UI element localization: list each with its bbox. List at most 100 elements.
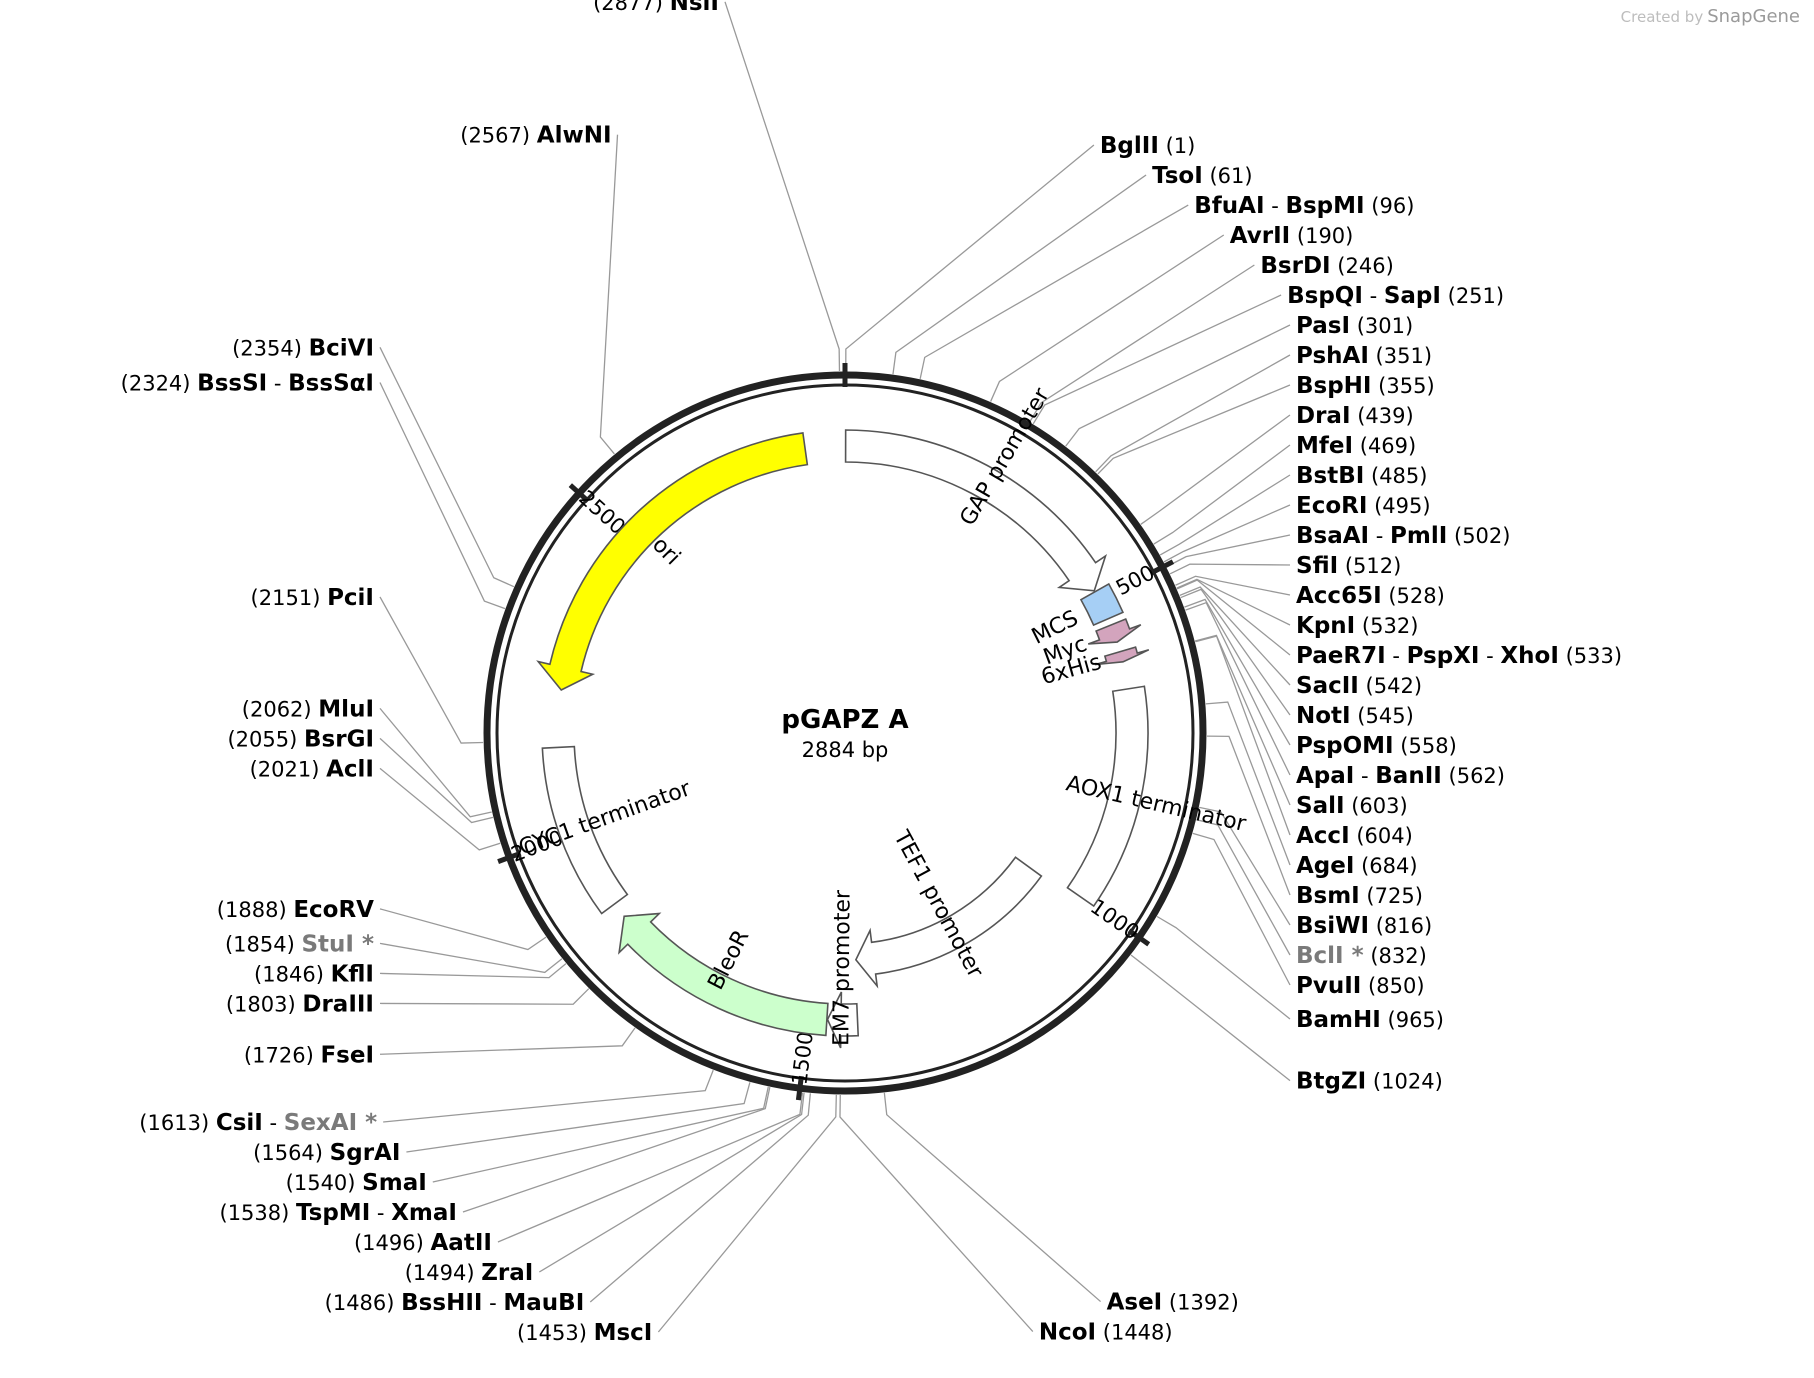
site-asei: AseI (1392) bbox=[1107, 1290, 1239, 1316]
site-position-close: ) bbox=[1405, 314, 1413, 338]
site-position-close: ) bbox=[1496, 284, 1504, 308]
site-separator: - bbox=[1369, 524, 1390, 548]
site-label: AvrII (190) bbox=[1230, 223, 1354, 249]
site-leader-line bbox=[379, 963, 567, 979]
site-position-close: ) bbox=[522, 124, 537, 148]
site-position-close: ) bbox=[1502, 524, 1510, 548]
site-leader-line bbox=[724, 1, 841, 372]
site-aatii: (1496) AatII bbox=[354, 1230, 492, 1256]
site-position: 1453 bbox=[525, 1321, 578, 1345]
site-leader-line bbox=[1192, 832, 1291, 986]
site-position-open: ( bbox=[1447, 524, 1462, 548]
site-position-close: ) bbox=[1449, 734, 1457, 758]
site-label: (1613) CsiI - SexAI * bbox=[139, 1110, 377, 1136]
site-position-open: ( bbox=[1381, 1008, 1396, 1032]
site-leader-line bbox=[845, 144, 1095, 372]
site-position: 558 bbox=[1408, 734, 1448, 758]
site-position-open: ( bbox=[593, 0, 601, 15]
site-position-open: ( bbox=[1355, 614, 1370, 638]
site-position-open: ( bbox=[1354, 854, 1369, 878]
site-enzyme-name: BsaAI bbox=[1296, 523, 1369, 549]
site-label: (2354) BciVI bbox=[232, 335, 374, 361]
site-enzyme-name: PaeR7I bbox=[1296, 643, 1386, 669]
site-label: BspHI (355) bbox=[1296, 373, 1435, 399]
site-position-open: ( bbox=[251, 586, 259, 610]
site-btgzi: BtgZI (1024) bbox=[1296, 1069, 1443, 1095]
site-leader-line bbox=[1097, 384, 1291, 475]
site-label: BamHI (965) bbox=[1296, 1007, 1444, 1033]
site-enzyme-name: BciVI bbox=[309, 335, 374, 361]
site-position-close: ) bbox=[1386, 254, 1394, 278]
site-position-open: ( bbox=[1364, 464, 1379, 488]
site-position: 603 bbox=[1359, 794, 1399, 818]
site-zrai: (1494) ZraI bbox=[405, 1260, 534, 1286]
site-ncoi: NcoI (1448) bbox=[1039, 1320, 1173, 1346]
site-mlui: (2062) MluI bbox=[242, 696, 374, 722]
feature-ori bbox=[536, 432, 809, 692]
site-label: TsoI (61) bbox=[1152, 163, 1253, 189]
site-enzyme-name: Acc65I bbox=[1296, 583, 1382, 609]
site-label: DraI (439) bbox=[1296, 403, 1414, 429]
site-enzyme-name: TsoI bbox=[1152, 163, 1203, 189]
site-position-close: ) bbox=[1497, 764, 1505, 788]
feature-mcs bbox=[1079, 582, 1124, 627]
site-position: 96 bbox=[1379, 194, 1406, 218]
site-label: (1846) KflI bbox=[254, 961, 374, 987]
site-bsiwi: BsiWI (816) bbox=[1296, 913, 1432, 939]
site-position-close: ) bbox=[201, 1111, 216, 1135]
site-position-close: ) bbox=[278, 898, 293, 922]
site-bsrdi: BsrDI (246) bbox=[1260, 253, 1393, 279]
site-position-close: ) bbox=[1424, 914, 1432, 938]
site-label: SacII (542) bbox=[1296, 673, 1422, 699]
site-enzyme-name: KpnI bbox=[1296, 613, 1355, 639]
site-position: 1726 bbox=[252, 1043, 305, 1067]
site-alwni: (2567) AlwNI bbox=[460, 123, 611, 149]
site-label: AccI (604) bbox=[1296, 823, 1413, 849]
site-separator: - bbox=[267, 371, 288, 395]
site-position-open: ( bbox=[1365, 194, 1380, 218]
site-position-close: ) bbox=[1415, 884, 1423, 908]
site-enzyme-name: PshAI bbox=[1296, 343, 1369, 369]
site-label: (1726) FseI bbox=[244, 1042, 374, 1068]
site-position-close: ) bbox=[579, 1321, 594, 1345]
site-position-open: ( bbox=[1351, 404, 1366, 428]
site-position: 495 bbox=[1382, 494, 1422, 518]
site-position-close: ) bbox=[1424, 344, 1432, 368]
site-label: (2151) PciI bbox=[251, 585, 374, 611]
site-leader-line bbox=[839, 1094, 1034, 1332]
site-label: BclI * (832) bbox=[1296, 943, 1427, 969]
site-leader-line bbox=[1032, 294, 1282, 425]
site-label: SfiI (512) bbox=[1296, 553, 1401, 579]
site-leader-line bbox=[1175, 575, 1291, 596]
site-position-open: ( bbox=[139, 1111, 147, 1135]
site-enzyme-name: AclI bbox=[326, 756, 374, 782]
site-enzyme-name: BspHI bbox=[1296, 373, 1372, 399]
site-leader-line bbox=[1156, 915, 1291, 1020]
tick-mark bbox=[568, 483, 590, 504]
site-pvuii: PvuII (850) bbox=[1296, 973, 1425, 999]
site-csii-sexai: (1613) CsiI - SexAI * bbox=[139, 1110, 377, 1136]
site-bsmi: BsmI (725) bbox=[1296, 883, 1423, 909]
site-label: AseI (1392) bbox=[1107, 1290, 1239, 1316]
feature-bleor bbox=[618, 912, 829, 1037]
site-bglii: BglII (1) bbox=[1100, 133, 1195, 159]
site-position: 532 bbox=[1370, 614, 1410, 638]
site-position-close: ) bbox=[416, 1231, 431, 1255]
site-avrii: AvrII (190) bbox=[1230, 223, 1354, 249]
site-label: (2055) BsrGI bbox=[227, 726, 374, 752]
site-leader-line bbox=[589, 1093, 811, 1303]
site-position-close: ) bbox=[1436, 1008, 1444, 1032]
site-position-close: ) bbox=[1426, 374, 1434, 398]
site-label: BglII (1) bbox=[1100, 133, 1195, 159]
site-enzyme-name: CsiI bbox=[216, 1110, 263, 1136]
site-ecori: EcoRI (495) bbox=[1296, 493, 1431, 519]
site-label: BsmI (725) bbox=[1296, 883, 1423, 909]
site-leader-line bbox=[1195, 635, 1291, 836]
site-position: 562 bbox=[1457, 764, 1497, 788]
site-position: 351 bbox=[1384, 344, 1424, 368]
site-leader-line bbox=[1140, 414, 1291, 525]
site-position-close: ) bbox=[303, 697, 318, 721]
site-leader-line bbox=[1163, 504, 1291, 563]
site-leader-line bbox=[1065, 324, 1291, 447]
site-stui: (1854) StuI * bbox=[225, 931, 374, 957]
